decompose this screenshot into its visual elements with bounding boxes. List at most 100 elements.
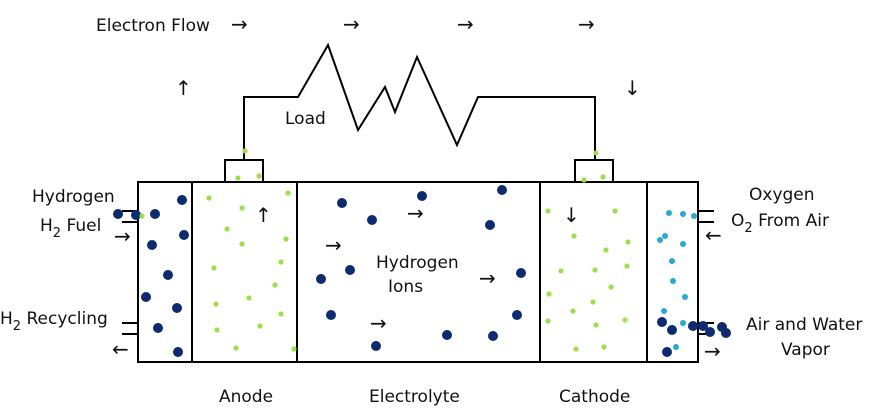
electron-dot-32: [546, 291, 552, 297]
electron-dot-7: [224, 226, 230, 232]
hydrogen-dot-32: [662, 347, 672, 357]
hydrogen-dot-3: [150, 209, 160, 219]
o2-in-arrow: ←: [705, 223, 722, 247]
electron-flow-label: Electron Flow: [96, 16, 210, 36]
electron-dot-16: [257, 323, 263, 329]
h2-fuel-label: H2 Fuel: [40, 216, 101, 241]
oxygen-dot-8: [670, 278, 676, 284]
hydrogen-dot-4: [177, 195, 187, 205]
electron-dot-11: [211, 265, 217, 271]
electron-particles: [139, 148, 631, 352]
electron-dot-23: [581, 177, 587, 183]
fuel-cell-body: [137, 181, 699, 363]
oxygen-dot-11: [680, 320, 686, 326]
electron-dot-35: [622, 317, 628, 323]
hydrogen-dot-29: [705, 327, 715, 337]
ion-arrow-2: →: [325, 233, 342, 257]
electron-flow-arrow-3: →: [457, 12, 474, 36]
hydrogen-dot-6: [179, 230, 189, 240]
electron-dot-15: [278, 311, 284, 317]
electron-dot-38: [593, 322, 599, 328]
oxygen-dot-6: [680, 241, 686, 247]
h2-recycling-out-arrow: ←: [112, 337, 129, 361]
o2-from-air-label: O2 From Air: [731, 211, 829, 236]
oxygen-label: Oxygen: [749, 185, 815, 205]
air-water-label-line2: Vapor: [781, 340, 830, 360]
electron-dot-3: [256, 173, 262, 179]
hydrogen-dot-2: [131, 210, 141, 220]
electron-dot-21: [593, 150, 599, 156]
electron-dot-12: [272, 282, 278, 288]
hydrogen-dot-28: [698, 321, 708, 331]
oxygen-dot-5: [657, 237, 663, 243]
electron-dot-40: [601, 344, 607, 350]
cathode-terminal: [574, 159, 614, 183]
electron-dot-20: [139, 213, 145, 219]
oxygen-dot-3: [691, 213, 697, 219]
electron-dot-8: [283, 236, 289, 242]
oxygen-dot-1: [666, 210, 672, 216]
electron-dot-34: [590, 299, 596, 305]
electron-dot-36: [570, 308, 576, 314]
oxygen-dot-10: [661, 308, 667, 314]
hydrogen-dot-13: [367, 215, 377, 225]
hydrogen-dot-31: [721, 328, 731, 338]
electron-dot-14: [213, 301, 219, 307]
electron-up-arrow: ↑: [175, 76, 192, 100]
h2-fuel-in-arrow: →: [114, 224, 131, 248]
electron-dot-10: [278, 259, 284, 265]
electron-dot-13: [246, 295, 252, 301]
hydrogen-dot-10: [153, 323, 163, 333]
electron-dot-18: [233, 345, 239, 351]
hydrogen-dot-5: [147, 240, 157, 250]
hydrogen-dot-23: [442, 330, 452, 340]
hydrogen-dot-21: [512, 310, 522, 320]
hydrogen-label: Hydrogen: [32, 187, 115, 207]
external-circuit-wire: [243, 42, 596, 160]
oxygen-particles: [657, 210, 697, 350]
electron-flow-arrow-1: →: [231, 12, 248, 36]
hydrogen-dot-22: [371, 341, 381, 351]
electron-dot-24: [545, 208, 551, 214]
hydrogen-dot-26: [667, 325, 677, 335]
electron-flow-arrow-4: →: [578, 12, 595, 36]
hydrogen-dot-11: [173, 347, 183, 357]
hydrogen-dot-8: [141, 292, 151, 302]
electron-flow-arrow-2: →: [343, 12, 360, 36]
vapor-out-arrow: →: [704, 339, 721, 363]
electron-dot-28: [603, 247, 609, 253]
hydrogen-dot-1: [113, 209, 123, 219]
oxygen-dot-7: [669, 258, 675, 264]
hydrogen-dot-24: [488, 331, 498, 341]
electron-dot-39: [573, 346, 579, 352]
hydrogen-dot-19: [316, 274, 326, 284]
cathode-label: Cathode: [559, 387, 630, 407]
oxygen-dot-9: [682, 294, 688, 300]
hydrogen-dot-25: [657, 317, 667, 327]
hydrogen-ions-label-line1: Hydrogen: [376, 253, 459, 273]
electrolyte-label: Electrolyte: [369, 387, 460, 407]
hydrogen-dot-18: [345, 265, 355, 275]
hydrogen-dot-14: [417, 191, 427, 201]
hydrogen-dot-12: [337, 198, 347, 208]
electron-down-arrow: ↓: [624, 76, 641, 100]
hydrogen-dot-20: [326, 310, 336, 320]
ion-arrow-4: →: [370, 311, 387, 335]
hydrogen-dot-27: [688, 321, 698, 331]
electron-dot-37: [545, 318, 551, 324]
oxygen-dot-2: [680, 211, 686, 217]
electron-dot-26: [625, 239, 631, 245]
electron-dot-22: [600, 174, 606, 180]
electron-dot-17: [214, 327, 220, 333]
electron-dot-1: [242, 148, 248, 154]
h2-recycling-label: H2 Recycling: [0, 309, 108, 334]
electron-dot-2: [235, 175, 241, 181]
electron-dot-4: [206, 195, 212, 201]
hydrogen-particles: [113, 185, 731, 357]
electron-dot-6: [239, 205, 245, 211]
anode-electron-up-arrow: ↑: [255, 203, 272, 227]
oxygen-dot-12: [673, 344, 679, 350]
hydrogen-dot-15: [497, 185, 507, 195]
ion-arrow-3: →: [479, 266, 496, 290]
